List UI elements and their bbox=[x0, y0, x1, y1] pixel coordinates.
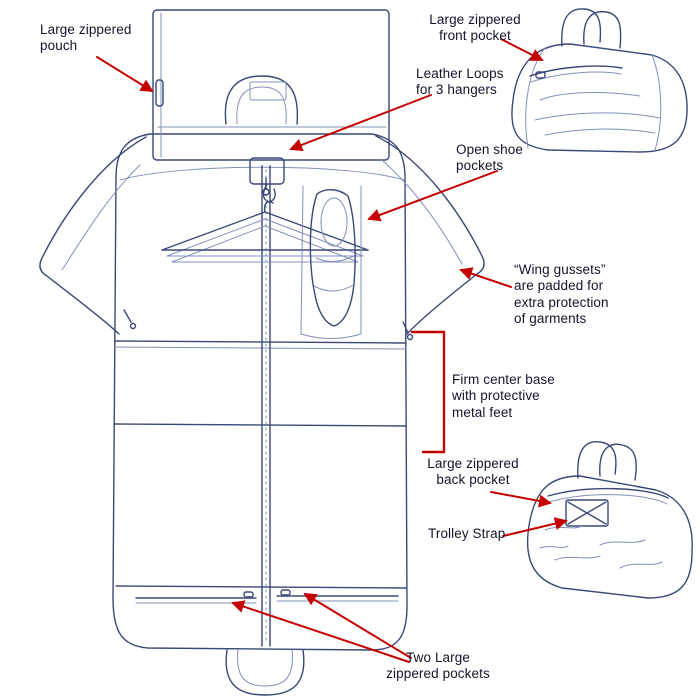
duffel-bag-front-sketch bbox=[511, 8, 688, 153]
garment-bag-body bbox=[112, 133, 408, 651]
trolley-strap-icon bbox=[565, 499, 609, 527]
duffel-front-pocket-zipper-icon bbox=[529, 65, 623, 83]
center-zipper bbox=[261, 165, 271, 647]
annotation-arrows bbox=[96, 38, 568, 663]
arrow-front-pocket bbox=[500, 38, 544, 61]
hangers-icon bbox=[161, 200, 369, 263]
left-wing-gusset bbox=[39, 136, 147, 335]
duffel-bag-back-sketch bbox=[526, 440, 693, 599]
garment-bag-sketch bbox=[39, 9, 485, 696]
right-wing-gusset bbox=[375, 135, 485, 341]
arrow-wing-gussets bbox=[459, 267, 512, 288]
bottom-zippered-pockets bbox=[135, 589, 399, 604]
shoe-icon bbox=[309, 189, 356, 327]
duffel-front-shading bbox=[534, 92, 661, 136]
label-trolley-strap: Trolley Strap bbox=[428, 526, 506, 541]
arrow-back-pocket bbox=[490, 491, 552, 508]
carry-handle-icon bbox=[224, 75, 299, 125]
duffel-back-zipper-icon bbox=[547, 487, 669, 505]
label-large-zippered-pouch: Large zippered pouch bbox=[40, 22, 132, 54]
label-leather-loops: Leather Loops for 3 hangers bbox=[416, 66, 504, 98]
zippered-pouch-icon bbox=[155, 79, 164, 107]
arrow-leather-loops bbox=[289, 94, 432, 152]
duffel-front-handles-icon bbox=[561, 8, 622, 49]
arrow-large-zippered-pouch bbox=[96, 56, 154, 93]
arrow-open-shoe-pockets bbox=[367, 170, 498, 222]
top-flap bbox=[152, 9, 390, 161]
arrow-trolley-strap bbox=[502, 517, 568, 537]
label-back-pocket: Large zippered back pocket bbox=[427, 456, 519, 488]
label-front-pocket: Large zippered front pocket bbox=[429, 12, 521, 44]
arrow-two-pockets-left bbox=[231, 600, 410, 663]
label-wing-gussets: “Wing gussets” are padded for extra prot… bbox=[514, 262, 609, 327]
bottom-handle-icon bbox=[225, 649, 305, 696]
label-firm-center-base: Firm center base with protective metal f… bbox=[452, 372, 555, 420]
duffel-back-shading bbox=[539, 525, 663, 569]
duffel-back-handles-icon bbox=[577, 440, 637, 481]
label-open-shoe-pockets: Open shoe pockets bbox=[456, 142, 523, 174]
label-two-zippered-pockets: Two Large zippered pockets bbox=[386, 650, 490, 682]
bracket-center-base bbox=[410, 330, 446, 454]
arrow-two-pockets-right bbox=[303, 592, 412, 659]
shoe-pocket bbox=[300, 185, 362, 339]
